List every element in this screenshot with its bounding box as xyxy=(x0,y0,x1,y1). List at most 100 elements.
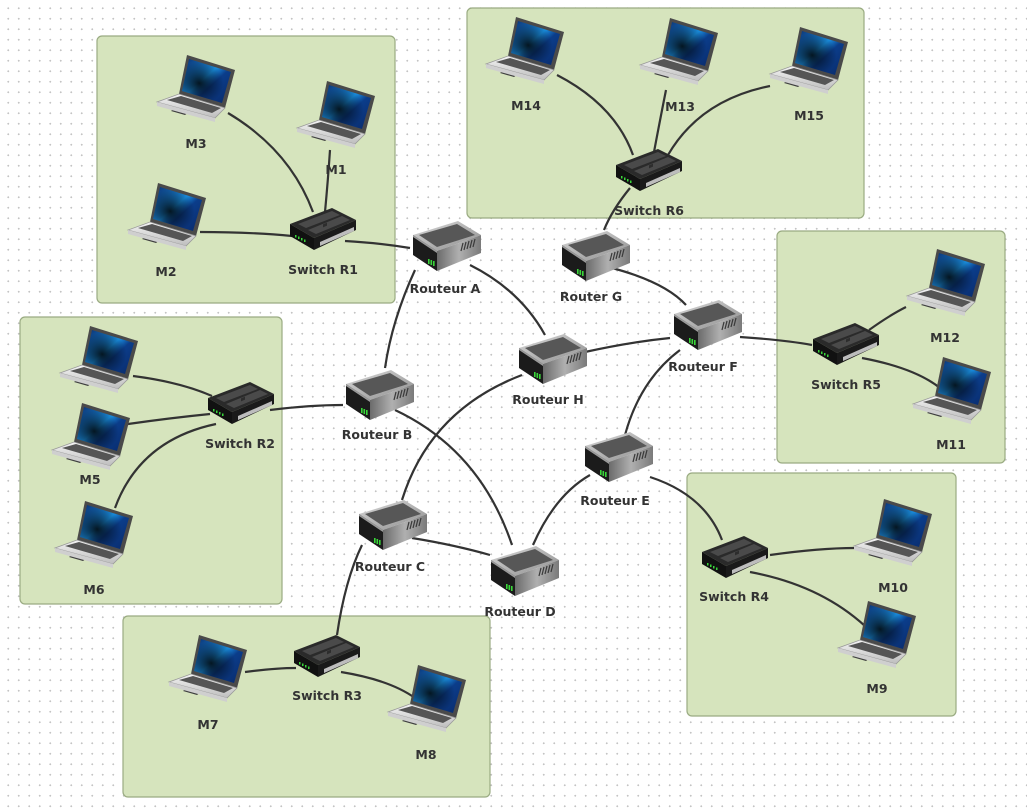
router-c[interactable]: Routeur C xyxy=(355,499,428,574)
machine-label: M8 xyxy=(415,747,436,762)
machine-label: M14 xyxy=(511,98,541,113)
group-box-switch-r2 xyxy=(19,316,283,605)
links xyxy=(113,74,941,699)
switches: Switch R1 Switch R2 Switch R3 Switch R4 … xyxy=(205,149,881,703)
router-icon xyxy=(561,230,631,282)
switch-r1[interactable]: Switch R1 xyxy=(288,208,358,277)
switch-label: Switch R4 xyxy=(699,589,769,604)
machine-label: M9 xyxy=(866,681,887,696)
router-label: Routeur B xyxy=(342,427,413,442)
machine-m6[interactable]: M6 xyxy=(54,500,134,597)
router-icon xyxy=(584,431,654,483)
router-label: Router G xyxy=(560,289,622,304)
switch-label: Switch R6 xyxy=(614,203,684,218)
machine-m12[interactable]: M12 xyxy=(906,248,986,345)
link-r2-routeur-b xyxy=(269,403,344,412)
router-icon xyxy=(673,299,743,351)
machine-m10[interactable]: M10 xyxy=(853,498,933,595)
switch-label: Switch R1 xyxy=(288,262,358,277)
link-m7-r3 xyxy=(244,666,297,674)
machines: M3 M1 M2 M14 M13 M15 M4 M5 xyxy=(51,16,992,762)
link-m9-r4 xyxy=(749,570,866,627)
link-routeur-f-routeur-g xyxy=(611,266,687,306)
link-m10-r4 xyxy=(769,546,856,557)
router-g[interactable]: Router G xyxy=(560,230,631,304)
machine-m8[interactable]: M8 xyxy=(387,664,467,762)
router-a[interactable]: Routeur A xyxy=(410,220,482,296)
link-m1-r1 xyxy=(323,149,332,213)
switch-r6[interactable]: Switch R6 xyxy=(614,149,684,218)
router-e[interactable]: Routeur E xyxy=(580,431,654,508)
router-label: Routeur F xyxy=(668,359,738,374)
link-routeur-d-routeur-e xyxy=(531,474,591,546)
machine-label: M7 xyxy=(197,717,218,732)
switch-r2[interactable]: Switch R2 xyxy=(205,382,275,451)
switch-label: Switch R5 xyxy=(811,377,881,392)
machine-m5[interactable]: M5 xyxy=(51,402,131,487)
switch-r3[interactable]: Switch R3 xyxy=(292,635,362,703)
router-label: Routeur H xyxy=(512,392,583,407)
router-label: Routeur A xyxy=(410,281,481,296)
router-label: Routeur E xyxy=(580,493,650,508)
machine-label: M12 xyxy=(930,330,960,345)
switch-r5[interactable]: Switch R5 xyxy=(811,323,881,392)
link-m2-r1 xyxy=(199,230,293,238)
machine-m2[interactable]: M2 xyxy=(127,182,207,279)
switch-r4[interactable]: Switch R4 xyxy=(699,536,769,604)
router-icon xyxy=(345,369,415,421)
router-d[interactable]: Routeur D xyxy=(484,545,560,619)
router-b[interactable]: Routeur B xyxy=(342,369,415,442)
routers: Routeur A Routeur B Routeur C Routeur D … xyxy=(342,220,743,619)
machine-label: M2 xyxy=(155,264,176,279)
link-r4-routeur-e xyxy=(649,475,724,541)
link-r5-routeur-f xyxy=(739,335,813,347)
link-r6-routeur-g xyxy=(602,187,631,231)
link-routeur-c-routeur-h xyxy=(400,373,523,501)
machine-label: M10 xyxy=(878,580,908,595)
link-m8-r3 xyxy=(340,670,416,699)
link-m3-r1 xyxy=(227,112,315,213)
link-m14-r6 xyxy=(556,74,635,156)
switch-label: Switch R3 xyxy=(292,688,362,703)
link-m15-r6 xyxy=(667,84,771,156)
machine-m14[interactable]: M14 xyxy=(485,16,565,113)
link-m4-r2 xyxy=(132,374,213,398)
link-routeur-c-routeur-d xyxy=(411,536,491,557)
switch-label: Switch R2 xyxy=(205,436,275,451)
machine-label: M11 xyxy=(936,437,966,452)
link-routeur-f-routeur-h xyxy=(584,336,671,354)
link-routeur-a-routeur-h xyxy=(469,264,546,336)
router-h[interactable]: Routeur H xyxy=(512,333,588,407)
link-routeur-b-routeur-d xyxy=(394,409,514,546)
router-icon xyxy=(490,545,560,597)
router-label: Routeur C xyxy=(355,559,425,574)
link-r1-routeur-a xyxy=(344,239,411,250)
link-r3-routeur-c xyxy=(335,544,363,636)
link-m11-r5 xyxy=(861,356,941,389)
router-icon xyxy=(412,220,482,272)
router-icon xyxy=(358,499,428,551)
machine-m7[interactable]: M7 xyxy=(168,634,248,732)
machine-label: M13 xyxy=(665,99,695,114)
link-m13-r6 xyxy=(652,89,668,153)
machine-m13[interactable]: M13 xyxy=(639,17,719,114)
link-m5-r2 xyxy=(127,412,211,426)
machine-label: M1 xyxy=(325,162,346,177)
machine-m9[interactable]: M9 xyxy=(837,600,917,696)
group-box-switch-r6 xyxy=(466,7,865,219)
router-label: Routeur D xyxy=(484,604,555,619)
router-f[interactable]: Routeur F xyxy=(668,299,743,374)
router-icon xyxy=(518,333,588,385)
machine-label: M3 xyxy=(185,136,206,151)
machine-m11[interactable]: M11 xyxy=(912,356,992,452)
link-m12-r5 xyxy=(868,306,907,331)
machine-m1[interactable]: M1 xyxy=(296,80,376,177)
link-routeur-e-routeur-f xyxy=(623,349,681,436)
machine-label: M15 xyxy=(794,108,824,123)
machine-m3[interactable]: M3 xyxy=(156,54,236,151)
link-m6-r2 xyxy=(113,422,217,509)
machine-m15[interactable]: M15 xyxy=(769,26,849,123)
link-routeur-a-routeur-b xyxy=(383,269,416,369)
machine-label: M5 xyxy=(79,472,100,487)
